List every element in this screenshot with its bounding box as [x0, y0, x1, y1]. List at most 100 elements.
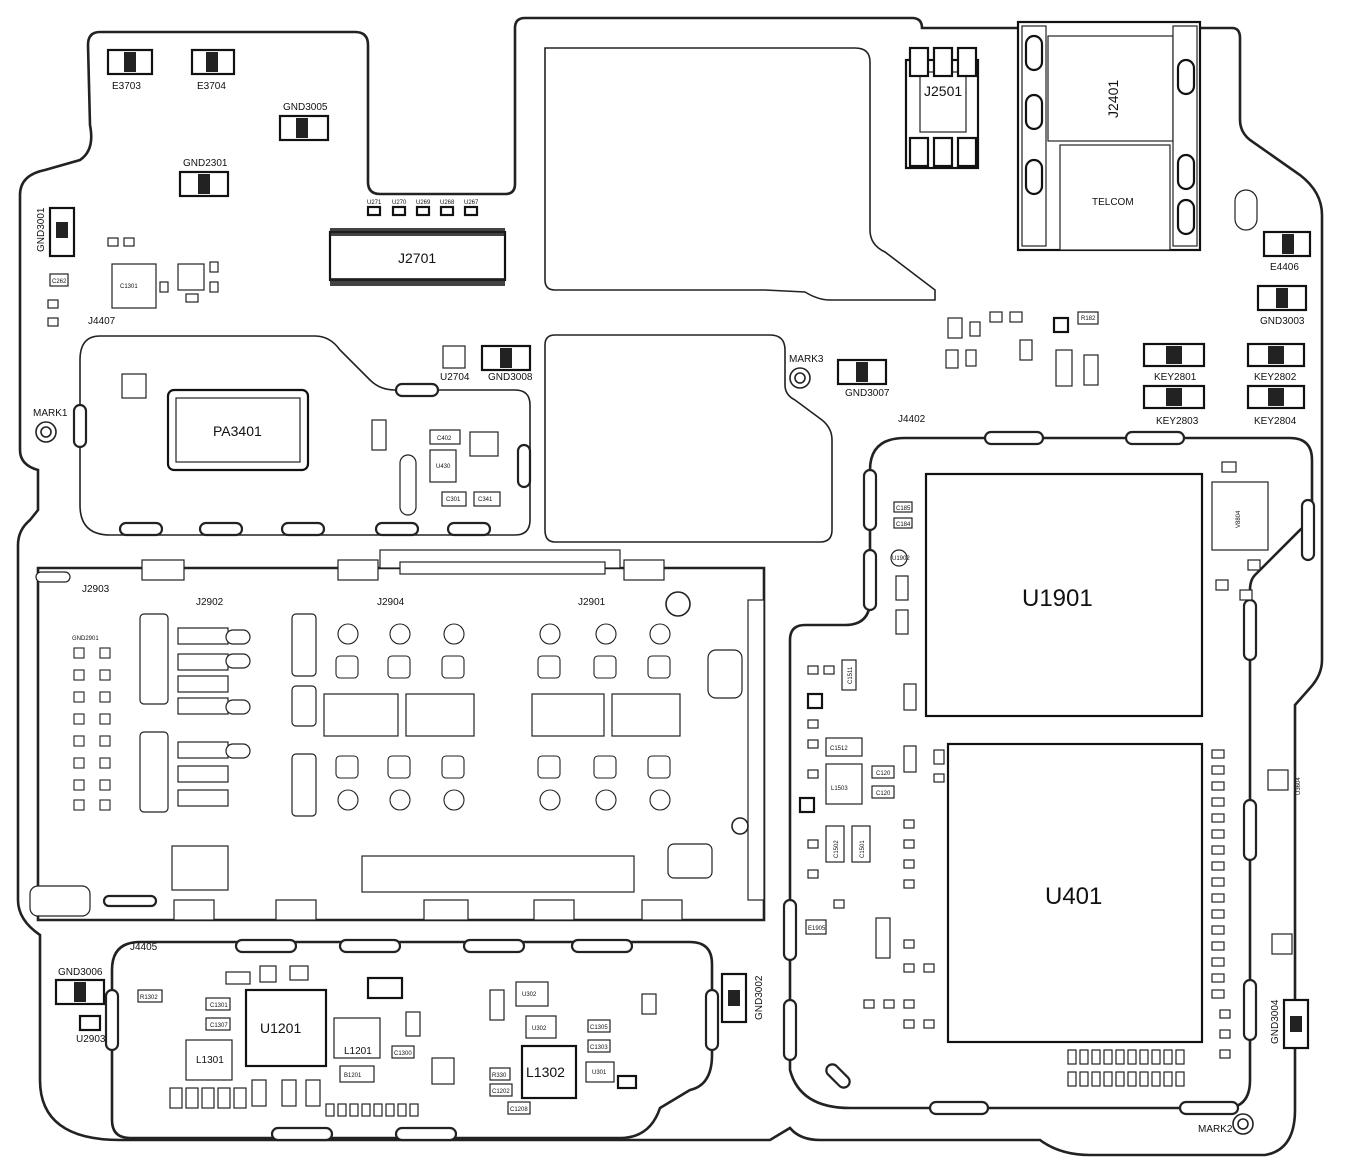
label-telcom: TELCOM: [1092, 197, 1134, 208]
right-scattered-parts: [807, 665, 1231, 1059]
svg-text:U430: U430: [436, 464, 451, 470]
label-key2804: KEY2804: [1254, 416, 1297, 427]
j4402-rails: [782, 430, 1316, 1116]
label-j2701: J2701: [398, 250, 436, 266]
inductor-l1302: L1302: [520, 1044, 578, 1100]
svg-text:U3604: U3604: [1296, 777, 1302, 795]
connector-j2902: [139, 613, 251, 813]
testpoint-e3703: E3703: [106, 48, 154, 92]
j4405-parts: R1302 C1301 C1307 B1201 C1300 U302 U302 …: [137, 965, 657, 1117]
svg-text:C184: C184: [896, 522, 911, 528]
label-e4406: E4406: [1270, 262, 1299, 273]
connector-j2901: [531, 591, 743, 811]
svg-text:C1303: C1303: [590, 1045, 608, 1051]
label-gnd3006: GND3006: [58, 967, 103, 978]
top-shield-outline: [544, 47, 936, 301]
label-pa3401: PA3401: [213, 423, 262, 439]
svg-text:U268: U268: [440, 200, 455, 206]
testpoint-gnd3001: GND3001: [36, 206, 76, 258]
left-of-u401-parts: C1511 C1512 L1503 C120 C120 C1502 C1501 …: [798, 659, 917, 959]
ic-u401: U401: [946, 742, 1204, 1044]
label-j2901: J2901: [578, 597, 606, 608]
svg-text:C1301: C1301: [210, 1003, 228, 1009]
label-key2803: KEY2803: [1156, 416, 1199, 427]
svg-text:L1201: L1201: [344, 1046, 372, 1057]
j2903-top-clip1: [141, 559, 185, 581]
board-outline: [16, 16, 1324, 1157]
svg-text:C1512: C1512: [830, 746, 848, 752]
u401-right-column: [1211, 749, 1225, 999]
label-gnd3005: GND3005: [283, 102, 328, 113]
label-mark3: MARK3: [789, 354, 824, 365]
svg-text:C1301: C1301: [120, 284, 138, 290]
testpoint-key2801: KEY2801: [1142, 342, 1206, 383]
label-mark2: MARK2: [1198, 1124, 1233, 1135]
u401-bottom-row: [1067, 1049, 1185, 1087]
svg-text:U267: U267: [464, 200, 479, 206]
fiducial-mark3: MARK3: [789, 354, 824, 389]
testpoint-gnd3005: GND3005: [278, 102, 330, 142]
label-u401: U401: [1045, 883, 1102, 910]
small-parts-top-left: C1301 C262: [47, 237, 219, 327]
j4407-parts: C402 U430 C301 C341: [121, 373, 501, 516]
svg-text:C1300: C1300: [394, 1051, 412, 1057]
label-gnd3001: GND3001: [36, 207, 47, 252]
j2903-top-clip3: [623, 559, 665, 581]
label-gnd2901: GND2901: [72, 636, 99, 642]
label-mark1: MARK1: [33, 408, 68, 419]
j4405-rails: [104, 938, 720, 1142]
connector-j2501: J2501: [904, 46, 980, 170]
label-e3704: E3704: [197, 81, 226, 92]
slot-right-top: [1234, 189, 1258, 231]
testpoint-key2804: KEY2804: [1246, 384, 1306, 427]
svg-text:C262: C262: [52, 279, 67, 285]
j2903-top-clip2: [337, 559, 379, 581]
label-j2903: J2903: [82, 584, 110, 595]
svg-text:U270: U270: [392, 200, 407, 206]
label-gnd3007: GND3007: [845, 388, 890, 399]
label-gnd3004: GND3004: [1270, 999, 1281, 1044]
label-j4402: J4402: [898, 414, 926, 425]
svg-text:C120: C120: [876, 791, 891, 797]
svg-text:C1202: C1202: [492, 1089, 510, 1095]
label-gnd2301: GND2301: [183, 158, 228, 169]
label-gnd3002: GND3002: [754, 975, 765, 1020]
shield-j4407: [79, 335, 531, 536]
svg-text:U1902: U1902: [892, 556, 910, 562]
label-j2401: J2401: [1105, 80, 1121, 118]
label-key2801: KEY2801: [1154, 372, 1197, 383]
slot-left-top: [35, 571, 71, 583]
label-e3703: E3703: [112, 81, 141, 92]
ic-u1901: U1901: [924, 472, 1204, 718]
ic-pa3401: PA3401: [166, 388, 310, 472]
testpoint-gnd2301: GND2301: [178, 158, 230, 198]
svg-text:B1201: B1201: [344, 1073, 362, 1079]
j2903-top-rail2: [399, 561, 606, 575]
svg-text:C1305: C1305: [590, 1025, 608, 1031]
testpoint-gnd3007: GND3007: [836, 358, 890, 399]
testpoint-u3604: U3604: [1267, 769, 1302, 955]
svg-text:U269: U269: [416, 200, 431, 206]
label-u1901: U1901: [1022, 585, 1093, 612]
j2903-bottom: [29, 599, 765, 921]
svg-text:C1511: C1511: [848, 666, 854, 684]
gnd2901-pads: [73, 647, 111, 811]
connector-j2904: [291, 613, 475, 817]
svg-text:L1301: L1301: [196, 1055, 224, 1066]
testpoint-gnd3002: GND3002: [720, 972, 765, 1024]
svg-text:R182: R182: [1081, 316, 1096, 322]
j4407-bus-pads: [72, 382, 532, 537]
small-u-row: U271 U270 U269 U268 U267: [366, 200, 479, 217]
label-j4407: J4407: [88, 316, 116, 327]
testpoint-key2803: KEY2803: [1142, 384, 1206, 427]
label-l1302: L1302: [526, 1064, 565, 1080]
label-gnd3008: GND3008: [488, 372, 533, 383]
testpoint-key2802: KEY2802: [1246, 342, 1306, 383]
svg-text:C185: C185: [896, 506, 911, 512]
label-u1201: U1201: [260, 1020, 301, 1036]
svg-text:U302: U302: [532, 1026, 547, 1032]
testpoint-gnd3006: GND3006: [54, 967, 106, 1006]
testpoint-gnd3003: GND3003: [1256, 284, 1308, 327]
svg-text:C301: C301: [446, 497, 461, 503]
